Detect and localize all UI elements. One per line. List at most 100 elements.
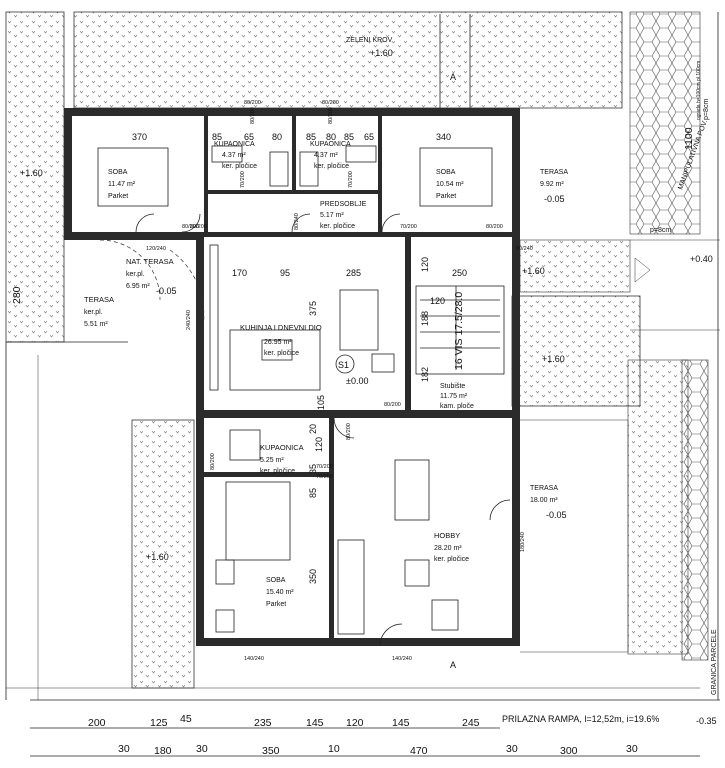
roof-name: ZELENI KROV xyxy=(346,37,393,44)
svg-text:95: 95 xyxy=(280,268,290,278)
svg-text:250: 250 xyxy=(452,268,467,278)
svg-text:280: 280 xyxy=(11,286,23,304)
room-kuhinja: KUHINJA I DNEVNI DIO 26.95 m² ker. ploči… xyxy=(240,323,322,357)
svg-text:85: 85 xyxy=(212,132,222,142)
svg-text:-0.05: -0.05 xyxy=(156,286,177,296)
svg-text:kam. ploče: kam. ploče xyxy=(440,403,474,410)
room-stubiste: Stubište 11.75 m² kam. ploče xyxy=(440,383,474,410)
svg-text:85: 85 xyxy=(306,132,316,142)
svg-text:245: 245 xyxy=(462,717,480,729)
opening-labels: 80/200 80/200 70/200 80/200 80/200 70/20… xyxy=(146,100,533,662)
svg-text:SOBA: SOBA xyxy=(108,169,128,176)
svg-text:10: 10 xyxy=(328,743,340,755)
svg-text:20: 20 xyxy=(308,424,318,434)
level-right-mid2: +1.60 xyxy=(542,354,565,364)
svg-text:70/200: 70/200 xyxy=(400,224,417,230)
svg-text:180: 180 xyxy=(154,745,172,757)
room-predsoblje: PREDSOBLJE 5.17 m² ker. pločice xyxy=(320,201,367,230)
svg-text:ker. pločice: ker. pločice xyxy=(222,163,257,170)
svg-text:ker.pl.: ker.pl. xyxy=(84,309,103,316)
section-s1: S1 xyxy=(338,360,349,370)
svg-text:-0.05: -0.05 xyxy=(546,510,567,520)
svg-text:470: 470 xyxy=(410,745,428,757)
svg-text:HOBBY: HOBBY xyxy=(434,531,460,540)
svg-text:1100: 1100 xyxy=(683,127,695,150)
left-lawn xyxy=(5,11,65,343)
svg-text:PREDSOBLJE: PREDSOBLJE xyxy=(320,201,367,208)
door-swings xyxy=(99,213,511,647)
svg-text:TERASA: TERASA xyxy=(530,485,558,492)
svg-text:80/200: 80/200 xyxy=(244,100,261,106)
level-ramp-end: -0.35 xyxy=(696,716,717,726)
svg-text:200: 200 xyxy=(88,717,106,729)
bottom-dimensions: 200 125 45 235 145 120 145 245 30 180 30… xyxy=(30,713,700,757)
stairs-label: 16 VIS 17.5/28.0 xyxy=(453,292,465,370)
section-a-bottom: A xyxy=(450,660,456,670)
svg-text:120: 120 xyxy=(314,437,324,452)
right-lawn-top xyxy=(519,239,631,293)
room-terasa-2: TERASA ker.pl. 5.51 m² xyxy=(84,295,114,328)
svg-text:120: 120 xyxy=(420,257,430,272)
svg-text:ker. pločice: ker. pločice xyxy=(264,350,299,357)
svg-text:-0.05: -0.05 xyxy=(544,194,565,204)
hex-paving xyxy=(629,11,701,235)
room-soba-1: SOBA 11.47 m² Parket xyxy=(108,169,136,200)
svg-text:28.20 m²: 28.20 m² xyxy=(434,545,462,552)
svg-text:SOBA: SOBA xyxy=(266,577,286,584)
granica-label: GRANICA PARCELE xyxy=(711,629,718,695)
level-center: ±0.00 xyxy=(346,376,368,386)
svg-text:80: 80 xyxy=(326,132,336,142)
svg-text:240/240: 240/240 xyxy=(186,310,192,330)
svg-text:140/240: 140/240 xyxy=(244,656,264,662)
svg-text:80/200: 80/200 xyxy=(486,224,503,230)
room-hobby: HOBBY 28.20 m² ker. pločice xyxy=(434,531,469,563)
svg-text:4.37 m²: 4.37 m² xyxy=(314,152,338,159)
svg-text:ker. pločice: ker. pločice xyxy=(320,223,355,230)
svg-text:TERASA: TERASA xyxy=(540,169,568,176)
svg-text:340: 340 xyxy=(436,132,451,142)
svg-text:80: 80 xyxy=(272,132,282,142)
svg-text:65: 65 xyxy=(364,132,374,142)
svg-text:30: 30 xyxy=(118,743,130,755)
svg-text:300: 300 xyxy=(560,745,578,757)
svg-text:80/200: 80/200 xyxy=(250,107,256,124)
svg-text:65: 65 xyxy=(244,132,254,142)
svg-text:18.00 m²: 18.00 m² xyxy=(530,497,558,504)
svg-text:30: 30 xyxy=(196,743,208,755)
svg-text:105: 105 xyxy=(316,395,326,410)
svg-text:ker. pločice: ker. pločice xyxy=(314,163,349,170)
svg-text:182: 182 xyxy=(420,367,430,382)
svg-text:KUPAONICA: KUPAONICA xyxy=(214,141,255,148)
svg-text:15.40 m²: 15.40 m² xyxy=(266,589,294,596)
svg-text:170: 170 xyxy=(232,268,247,278)
roof-level: +1.60 xyxy=(370,48,393,58)
right-lawn-bottom xyxy=(627,359,689,655)
svg-text:80/200: 80/200 xyxy=(190,224,207,230)
svg-text:11.47 m²: 11.47 m² xyxy=(108,181,136,188)
svg-text:140/240: 140/240 xyxy=(392,656,412,662)
svg-text:70/200: 70/200 xyxy=(240,171,246,188)
svg-text:80/200: 80/200 xyxy=(182,224,199,230)
svg-text:80/200: 80/200 xyxy=(384,402,401,408)
section-a-top: A xyxy=(450,72,456,82)
svg-text:120: 120 xyxy=(346,717,364,729)
svg-text:70/200: 70/200 xyxy=(348,171,354,188)
svg-text:TERASA: TERASA xyxy=(84,295,114,304)
svg-text:350: 350 xyxy=(308,569,318,584)
svg-text:235: 235 xyxy=(254,717,272,729)
svg-text:9.92 m²: 9.92 m² xyxy=(540,181,564,188)
svg-text:30: 30 xyxy=(626,743,638,755)
svg-text:80/200: 80/200 xyxy=(346,423,352,440)
svg-text:10.54 m²: 10.54 m² xyxy=(436,181,464,188)
svg-text:80/200: 80/200 xyxy=(328,107,334,124)
svg-text:350: 350 xyxy=(262,745,280,757)
svg-text:5.51 m²: 5.51 m² xyxy=(84,321,108,328)
svg-text:285: 285 xyxy=(346,268,361,278)
p8-label: p=8cm xyxy=(703,99,710,120)
hex-paving-right xyxy=(681,359,709,661)
room-terasa-3: TERASA 18.00 m² -0.05 xyxy=(530,485,567,520)
svg-text:Parket: Parket xyxy=(436,193,456,200)
svg-text:NAT. TERASA: NAT. TERASA xyxy=(126,257,174,266)
svg-text:KUHINJA I DNEVNI DIO: KUHINJA I DNEVNI DIO xyxy=(240,323,322,332)
